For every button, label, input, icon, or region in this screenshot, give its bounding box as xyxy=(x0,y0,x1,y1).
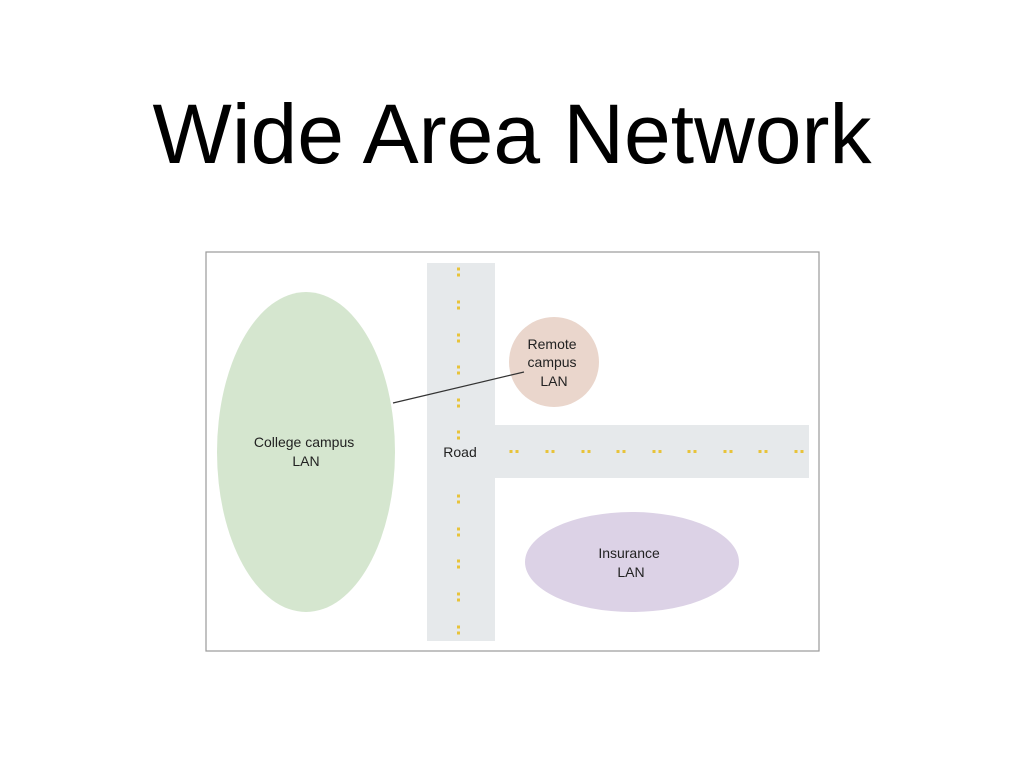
college-campus-lan-label-line: LAN xyxy=(292,453,319,469)
lane-marking xyxy=(545,450,549,453)
lane-marking xyxy=(687,450,691,453)
lane-marking xyxy=(457,273,460,277)
lane-marking xyxy=(457,333,460,337)
lane-marking xyxy=(457,527,460,531)
lane-marking xyxy=(652,450,656,453)
lane-marking xyxy=(457,306,460,310)
lane-marking xyxy=(794,450,798,453)
lane-marking xyxy=(457,559,460,563)
lane-marking xyxy=(551,450,555,453)
lane-marking xyxy=(509,450,513,453)
remote-campus-lan-node xyxy=(509,317,599,407)
wan-link-line xyxy=(392,371,525,404)
lane-marking xyxy=(758,450,762,453)
lane-marking xyxy=(515,450,519,453)
college-campus-lan-label-line: College campus xyxy=(254,434,354,450)
road-vertical xyxy=(427,263,495,641)
road-lane-markings-vertical xyxy=(457,267,460,635)
lane-marking xyxy=(800,450,804,453)
lane-marking xyxy=(723,450,727,453)
lane-marking xyxy=(457,371,460,375)
lane-marking xyxy=(457,404,460,408)
lane-marking xyxy=(457,631,460,635)
lane-marking xyxy=(457,300,460,304)
slide-title: Wide Area Network xyxy=(152,87,872,181)
road-label: Road xyxy=(443,444,476,460)
lane-marking xyxy=(457,398,460,402)
lane-marking xyxy=(457,533,460,537)
lane-marking xyxy=(457,365,460,369)
lane-marking xyxy=(457,625,460,629)
insurance-lan-label-line: Insurance xyxy=(598,545,660,561)
remote-campus-lan-label-line: Remote xyxy=(528,336,577,352)
insurance-lan-label: Insurance LAN xyxy=(598,545,663,580)
lane-marking xyxy=(587,450,591,453)
lane-marking xyxy=(764,450,768,453)
remote-campus-lan-label: Remote campus LAN xyxy=(528,336,581,389)
lane-marking xyxy=(658,450,662,453)
road-horizontal xyxy=(495,425,809,478)
lane-marking xyxy=(457,436,460,440)
insurance-lan-label-line: LAN xyxy=(617,564,644,580)
insurance-lan-node xyxy=(525,512,739,612)
lane-marking xyxy=(616,450,620,453)
lane-marking xyxy=(729,450,733,453)
lane-marking xyxy=(622,450,626,453)
lane-marking xyxy=(457,598,460,602)
lane-marking xyxy=(457,267,460,271)
lane-marking xyxy=(693,450,697,453)
lane-marking xyxy=(581,450,585,453)
lane-marking xyxy=(457,430,460,434)
lane-marking xyxy=(457,565,460,569)
lane-marking xyxy=(457,339,460,343)
road-lane-markings-horizontal xyxy=(509,450,804,453)
lane-marking xyxy=(457,500,460,504)
remote-campus-lan-label-line: LAN xyxy=(540,373,567,389)
college-campus-lan-node xyxy=(217,292,395,612)
college-campus-lan-label: College campus LAN xyxy=(254,434,358,469)
remote-campus-lan-label-line: campus xyxy=(528,354,577,370)
lane-marking xyxy=(457,494,460,498)
lane-marking xyxy=(457,592,460,596)
